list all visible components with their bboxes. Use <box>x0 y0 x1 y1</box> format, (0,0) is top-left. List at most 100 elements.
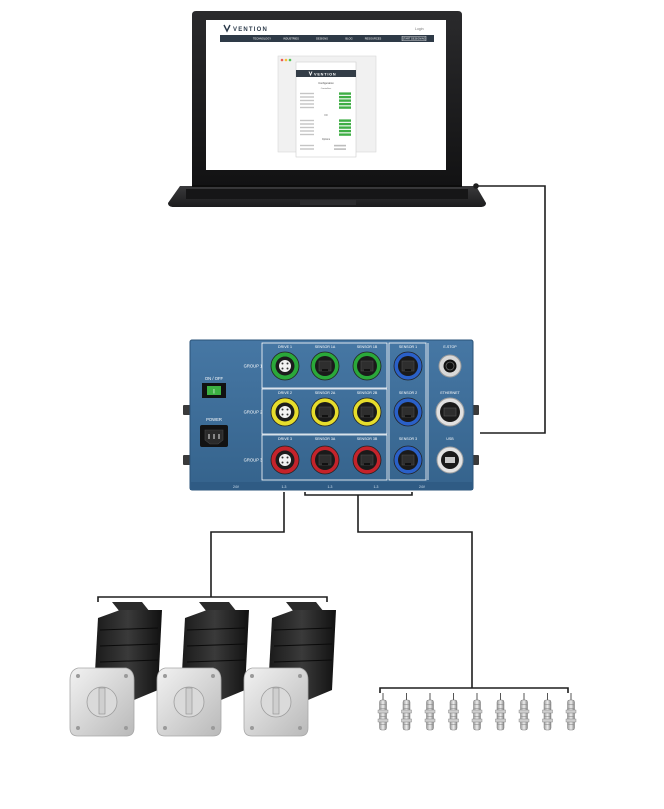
config-toggle[interactable] <box>339 92 351 95</box>
sensor-thread <box>402 715 411 718</box>
sensor-b-port[interactable] <box>352 397 382 427</box>
nav-item[interactable]: BLOG <box>345 37 352 41</box>
rj-latch-icon <box>405 463 411 465</box>
config-toggle[interactable] <box>339 126 351 129</box>
sensor-thread <box>496 715 505 718</box>
proximity-sensor <box>495 693 506 731</box>
power-switch-rocker[interactable] <box>207 386 221 395</box>
drive-pin-icon <box>286 461 289 464</box>
motor-fin <box>273 659 333 663</box>
sensor-c-label: SENSOR 1 <box>399 345 417 349</box>
nav-item[interactable]: RESOURCES <box>365 37 382 41</box>
sensor-b-port[interactable] <box>352 445 382 475</box>
sensor-a-port[interactable] <box>310 351 340 381</box>
estop-port[interactable] <box>438 354 462 378</box>
window-maximize-icon[interactable] <box>288 58 292 62</box>
nav-item[interactable]: INDUSTRIES <box>283 37 299 41</box>
usb-jack-icon <box>445 457 455 463</box>
config-section-options: Options <box>322 138 331 141</box>
rj-latch-icon <box>364 369 370 371</box>
sensor-barrel <box>473 699 481 731</box>
sensor-thread <box>402 707 411 710</box>
sensor-column-outline <box>388 342 427 481</box>
sensor-thread <box>449 723 458 726</box>
sensor-nut <box>565 709 577 714</box>
motor-fin <box>99 659 159 663</box>
config-toggle[interactable] <box>339 129 351 133</box>
sensor-c-port[interactable] <box>393 351 423 381</box>
sensor-b-label: SENSOR 2B <box>357 391 378 395</box>
config-toggle[interactable] <box>339 122 351 126</box>
nav-item[interactable]: TECHNOLOGY <box>253 37 271 41</box>
rj-latch-icon <box>364 463 370 465</box>
drive-port[interactable] <box>270 445 300 475</box>
motor-bolt-icon <box>250 674 254 678</box>
sensor-nut <box>377 709 389 714</box>
drive-pin-icon <box>281 461 284 464</box>
sensor-thread <box>473 707 481 710</box>
sensor-thread <box>426 715 434 718</box>
motor-connector <box>199 602 237 612</box>
sensor-c-port[interactable] <box>393 445 423 475</box>
sensor-nut <box>401 718 412 723</box>
motor-shaft <box>185 687 193 715</box>
window-minimize-icon[interactable] <box>284 58 288 62</box>
sensor-cable-line <box>357 495 473 688</box>
drive-port-insert <box>279 454 291 466</box>
sensor-a-port[interactable] <box>310 397 340 427</box>
drive-label: DRIVE 1 <box>278 345 292 349</box>
config-row-label <box>300 92 314 95</box>
drive-port[interactable] <box>270 351 300 381</box>
nav-item[interactable]: DESIGNS <box>316 37 328 41</box>
proximity-sensor <box>424 693 436 731</box>
inlet-pin <box>208 434 210 439</box>
sensor-thread <box>520 715 528 718</box>
sensor-nut <box>424 709 436 714</box>
config-toggle[interactable] <box>339 119 351 122</box>
controller-ports <box>270 351 423 475</box>
sensor-barrel <box>543 699 552 731</box>
drive-port[interactable] <box>270 397 300 427</box>
config-toggle[interactable] <box>339 102 351 106</box>
website-login-link[interactable]: Login <box>415 27 424 31</box>
drive-port-insert <box>279 360 291 372</box>
sensor-thread <box>402 703 411 706</box>
proximity-sensor <box>471 693 483 731</box>
config-section-io: I/O <box>324 114 327 117</box>
config-toggle[interactable] <box>339 99 351 102</box>
config-toggle[interactable] <box>339 106 351 109</box>
config-row-label <box>300 106 314 109</box>
config-row-label <box>300 123 314 125</box>
sensor-thread <box>567 707 575 710</box>
sensor-thread <box>473 715 481 718</box>
window-close-icon[interactable] <box>280 58 284 62</box>
sensor-a-port[interactable] <box>310 445 340 475</box>
group-2-outline <box>261 388 388 435</box>
stepper-motors <box>69 602 336 737</box>
sensor-nut <box>542 709 553 714</box>
switch-symbol-icon: I <box>213 390 215 396</box>
rj-latch-icon <box>405 415 411 417</box>
config-toggle[interactable] <box>339 133 351 136</box>
sensor-thread <box>567 703 575 706</box>
drive-pin-icon <box>281 456 284 459</box>
sensor-a-label: SENSOR 3A <box>315 437 336 441</box>
sensor-b-port[interactable] <box>352 351 382 381</box>
motor-bolt-icon <box>298 674 302 678</box>
sensor-c-port[interactable] <box>393 397 423 427</box>
ethernet-port[interactable] <box>435 397 465 427</box>
proximity-sensors <box>377 693 577 731</box>
config-row-label <box>300 119 314 122</box>
motor-bolt-icon <box>76 674 80 678</box>
drive-pin-icon <box>286 408 289 411</box>
usb-port[interactable] <box>436 446 464 474</box>
drive-pin-icon <box>281 367 284 370</box>
group-3-outline <box>261 434 388 481</box>
config-window <box>295 61 357 158</box>
config-toggle[interactable] <box>339 95 351 99</box>
config-rows <box>300 92 351 150</box>
nav-item[interactable]: START DESIGNING <box>402 37 426 41</box>
website-nav: TECHNOLOGY INDUSTRIES DESIGNS BLOG RESOURCES… <box>253 36 427 42</box>
bottom-port-label: 1-3 <box>328 485 333 489</box>
